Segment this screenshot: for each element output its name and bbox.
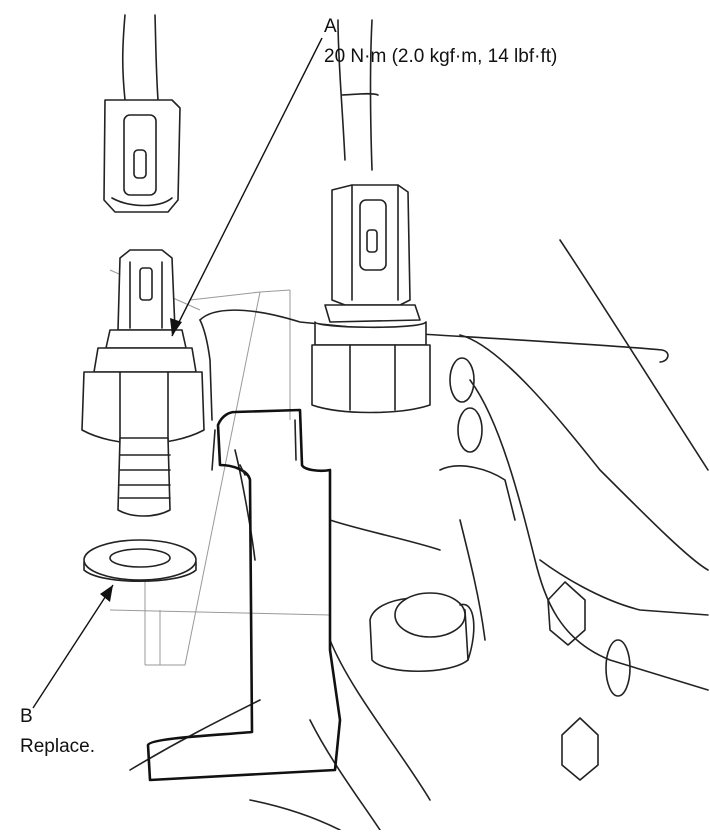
callout-a-letter: A — [324, 16, 337, 37]
sensor-connector — [103, 14, 181, 213]
callout-b-instruction: Replace. — [20, 736, 95, 757]
case-flange-inner — [211, 419, 297, 476]
drain-plug — [369, 592, 475, 672]
case-flange-outline — [146, 408, 342, 782]
sealing-washer — [83, 539, 197, 583]
leader-lines — [32, 37, 323, 709]
transmission-case — [129, 239, 709, 831]
oil-pressure-switch — [81, 249, 205, 517]
bolt-holes — [449, 357, 631, 781]
installed-pressure-switch — [311, 19, 431, 414]
callout-a-torque-spec: 20 N·m (2.0 kgf·m, 14 lbf·ft) — [324, 46, 558, 67]
callout-b-letter: B — [20, 706, 33, 727]
